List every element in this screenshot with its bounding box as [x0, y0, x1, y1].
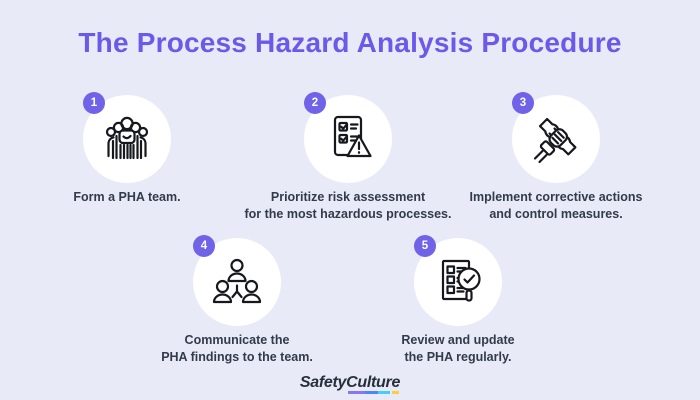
page-title: The Process Hazard Analysis Procedure — [78, 27, 622, 58]
review-checklist-magnifier-icon — [441, 259, 481, 302]
step-2-icon-circle: 2 — [304, 92, 392, 183]
step-4-icon-circle: 4 — [193, 235, 281, 326]
step-label-line: Review and update — [401, 333, 515, 347]
step-label-line: for the most hazardous processes. — [244, 207, 452, 221]
step-label-line: and control measures. — [489, 207, 623, 221]
wrench-in-hand-icon — [533, 117, 577, 164]
step-4: 4 Communicate the PHA findings to the te… — [131, 235, 343, 366]
step-4-number-badge: 4 — [193, 235, 215, 257]
step-2: 2 Prioritize risk assessment for the mos… — [242, 92, 454, 223]
step-label-line: PHA findings to the team. — [161, 350, 313, 364]
step-5: 5 Review and update the PHA regularly. — [352, 235, 564, 366]
logo-underline — [348, 391, 400, 394]
communicate-team-icon — [212, 258, 262, 304]
safetyculture-logo: SafetyCulture — [0, 374, 700, 394]
step-4-label: Communicate the PHA findings to the team… — [131, 332, 343, 366]
step-1-icon-circle: 1 — [83, 92, 171, 183]
step-3-icon-circle: 3 — [512, 92, 600, 183]
step-label-line: Prioritize risk assessment — [270, 190, 426, 204]
step-1-number-badge: 1 — [83, 92, 105, 114]
step-label-line: Communicate the — [184, 333, 290, 347]
step-label-line: Implement corrective actions — [469, 190, 643, 204]
step-2-label: Prioritize risk assessment for the most … — [242, 189, 454, 223]
step-1: 1 Form a — [21, 92, 233, 206]
underline-segment-cyan — [378, 391, 390, 394]
step-label-line: Form a PHA team. — [73, 190, 181, 204]
underline-segment-purple — [348, 391, 366, 394]
underline-segment-yellow — [392, 391, 400, 394]
step-3-number-badge: 3 — [512, 92, 534, 114]
step-2-number-badge: 2 — [304, 92, 326, 114]
logo-text-culture: Culture — [346, 374, 401, 394]
step-1-label: Form a PHA team. — [21, 189, 233, 206]
logo-text-safety: Safety — [299, 374, 347, 391]
logo-text: SafetyCulture — [299, 374, 401, 394]
risk-assessment-checklist-icon — [333, 115, 372, 158]
step-5-number-badge: 5 — [414, 235, 436, 257]
step-label-line: the PHA regularly. — [404, 350, 512, 364]
step-5-icon-circle: 5 — [414, 235, 502, 326]
step-3: 3 Implement corrective actions — [450, 92, 662, 223]
step-3-label: Implement corrective actions and control… — [450, 189, 662, 223]
logo-text-culture-word: Culture — [346, 374, 401, 391]
step-5-label: Review and update the PHA regularly. — [352, 332, 564, 366]
team-icon — [105, 116, 149, 160]
underline-segment-blue — [365, 391, 379, 394]
